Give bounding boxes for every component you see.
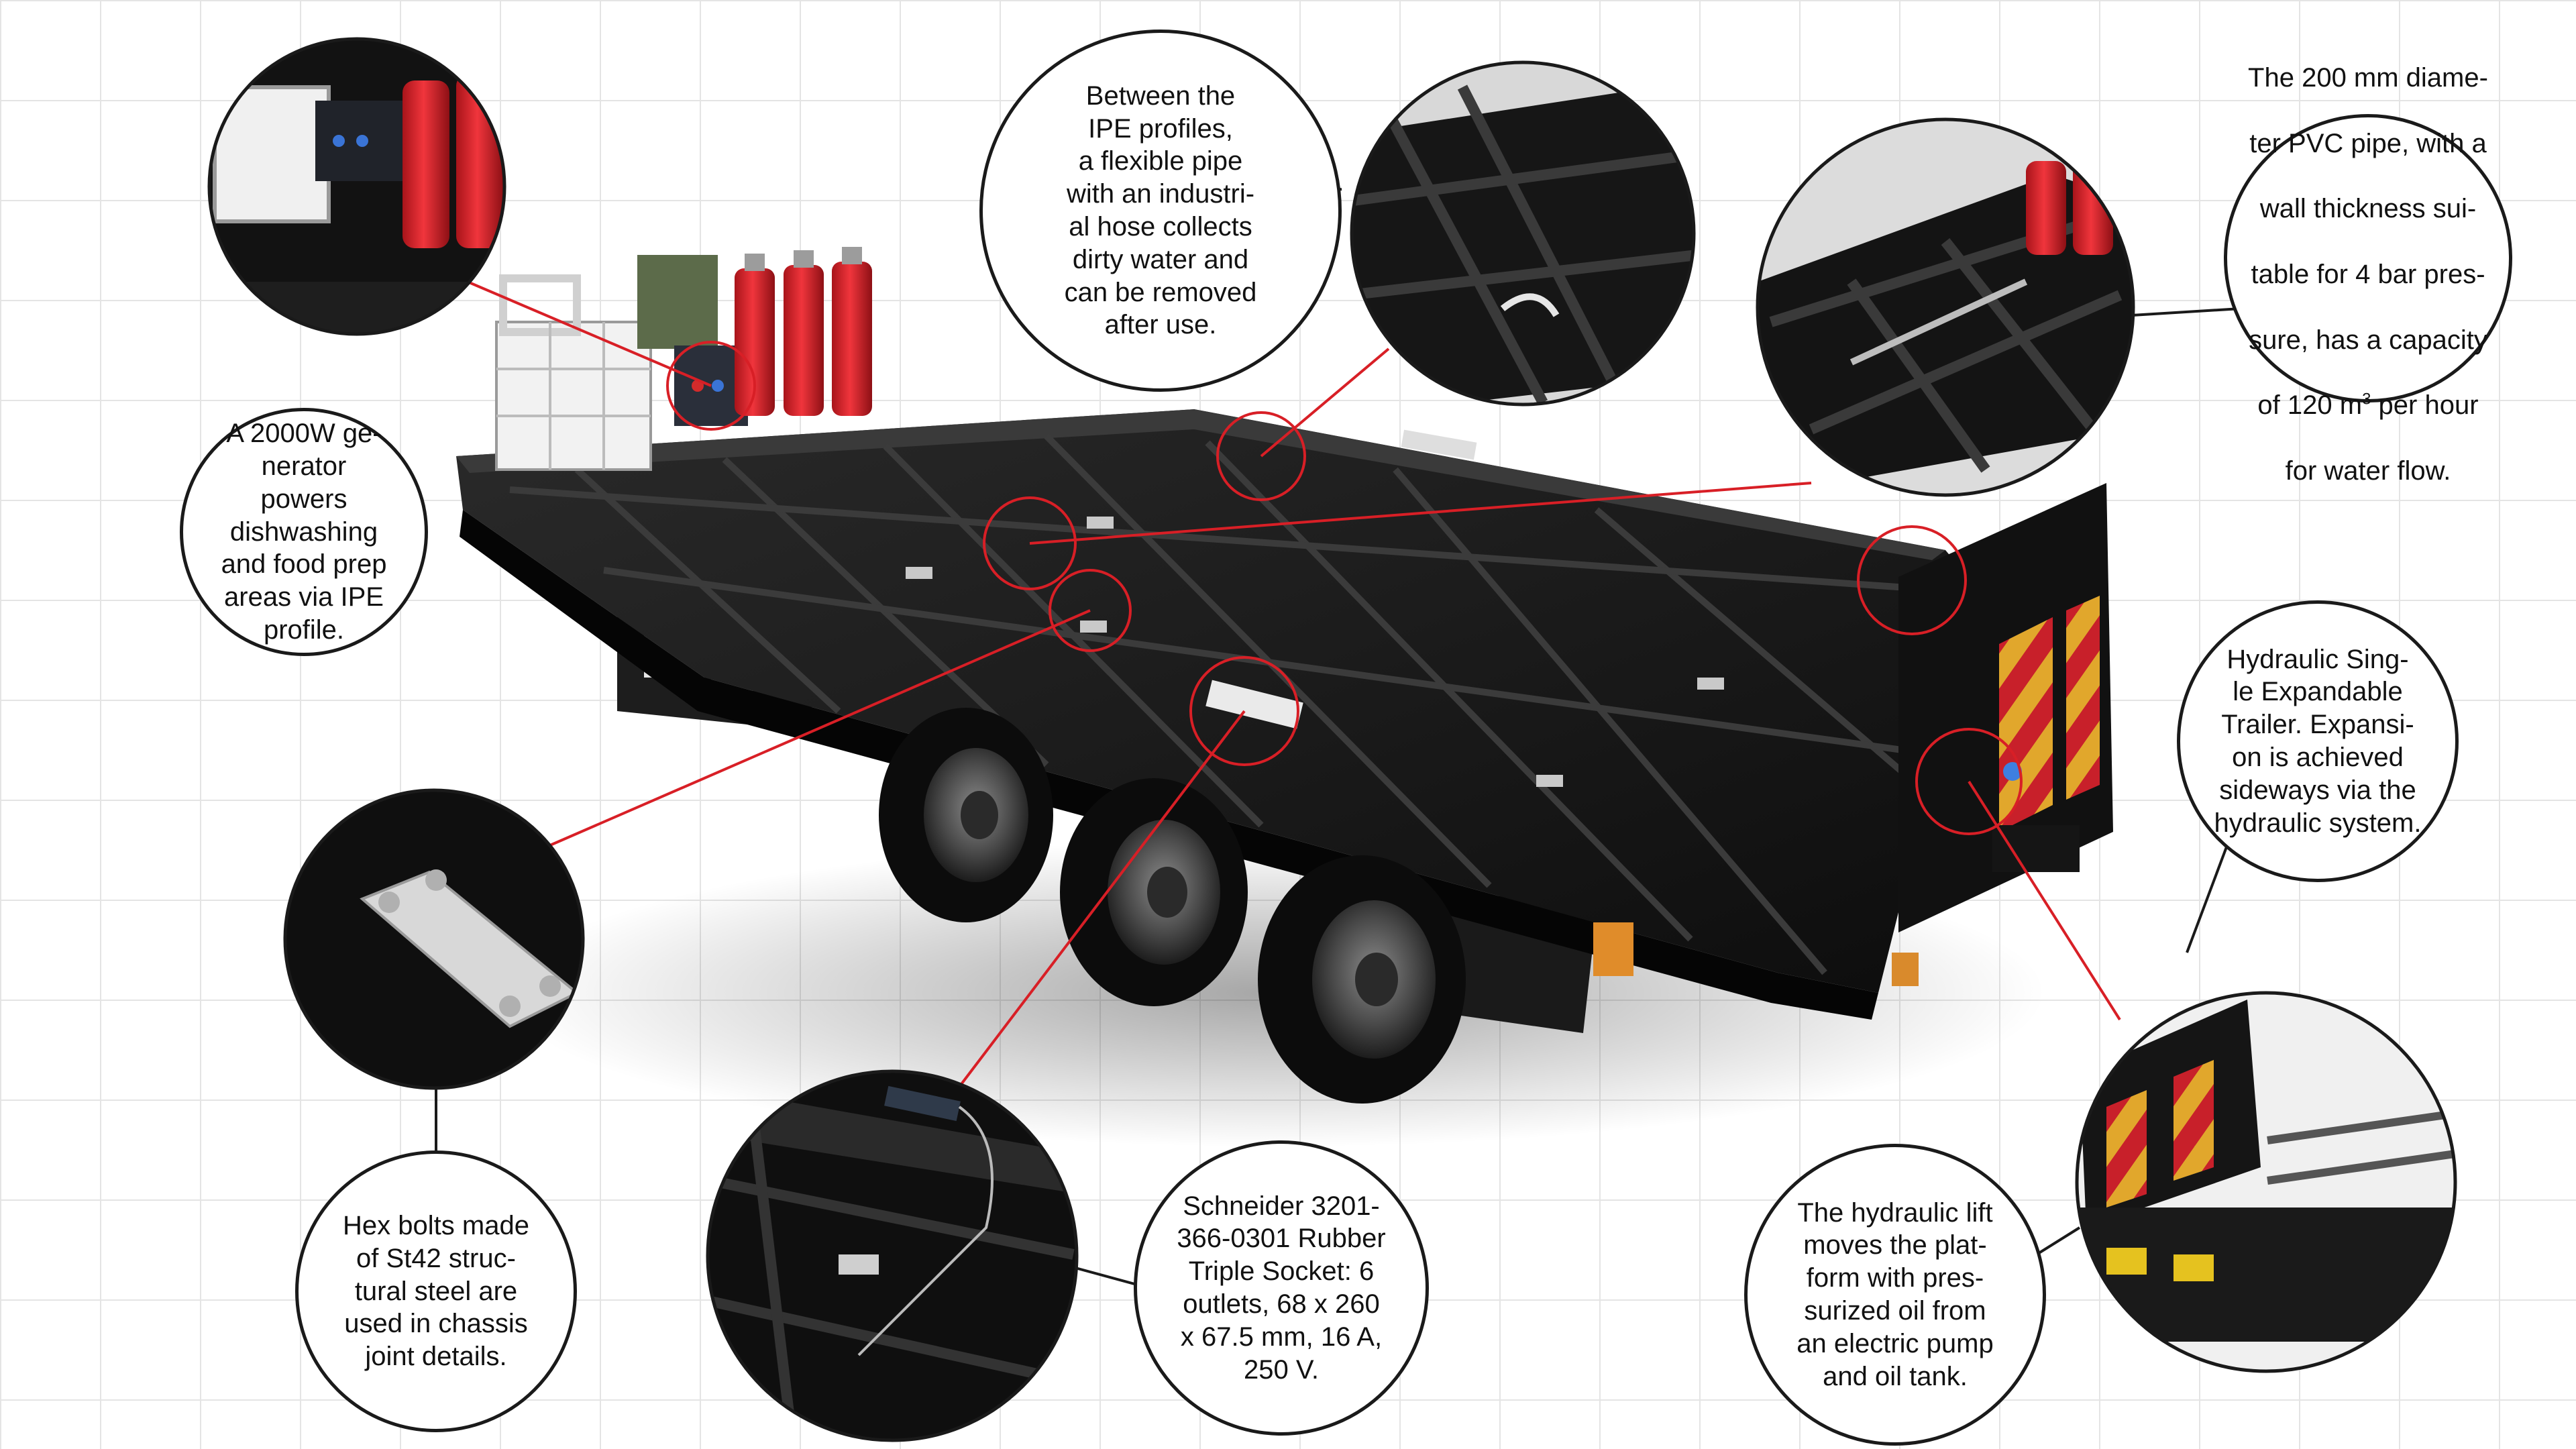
wheel <box>1258 855 1466 1104</box>
pvc-pipe-detail-photo <box>1758 119 2133 495</box>
pvc-pipe-last-line: for water flow. <box>2285 455 2451 486</box>
pvc-pipe-callout: The 200 mm diame- ter PVC pipe, with a w… <box>2224 63 2512 486</box>
leader-lines <box>435 267 2121 1088</box>
pvc-pipe-line-1: The 200 mm diame- <box>2248 63 2488 93</box>
socket-detail-ring <box>706 1069 1079 1442</box>
highlight-rings <box>666 341 2023 835</box>
hex-bolts-callout-text: Hex bolts made of St42 struc- tural stee… <box>343 1211 529 1372</box>
hydraulic-trailer-callout: Hydraulic Sing- le Expandable Trailer. E… <box>2177 600 2459 882</box>
pvc-pipe-line-3: wall thickness sui- <box>2259 194 2477 224</box>
wheel <box>1060 778 1248 1006</box>
generator-detail-photo <box>209 39 504 334</box>
rear-lift-panel <box>1593 483 2113 986</box>
pvc-pipe-capacity-suffix: per hour <box>2371 390 2479 421</box>
wheel <box>879 708 1053 922</box>
bolt-plate-detail-photo <box>285 790 583 1088</box>
hydraulic-lift-callout-text: The hydraulic lift moves the plat- form … <box>1796 1197 1994 1391</box>
flexible-pipe-callout: Between the IPE profiles, a flexible pip… <box>979 30 1342 392</box>
pvc-pipe-capacity-prefix: of 120 m <box>2257 390 2363 421</box>
flexible-pipe-callout-text: Between the IPE profiles, a flexible pip… <box>1064 80 1257 340</box>
hydraulic-lift-callout: The hydraulic lift moves the plat- form … <box>1744 1144 2046 1446</box>
generator-callout: A 2000W ge- nerator powers dishwashing a… <box>180 408 428 656</box>
socket-callout-text: Schneider 3201- 366-0301 Rubber Triple S… <box>1177 1191 1386 1385</box>
generator-detail-ring <box>207 37 506 336</box>
pipe-detail-ring <box>1350 60 1696 407</box>
chassis-deck <box>456 409 1979 1020</box>
front-equipment <box>495 247 872 471</box>
socket-callout: Schneider 3201- 366-0301 Rubber Triple S… <box>1134 1140 1429 1436</box>
hex-bolts-callout: Hex bolts made of St42 struc- tural stee… <box>295 1150 577 1432</box>
wheels <box>879 708 1466 1104</box>
pvc-pipe-line-5: sure, has a capacity <box>2249 325 2487 355</box>
hydraulic-lift-detail-ring <box>2075 991 2457 1373</box>
pvc-pipe-detail-ring <box>1756 117 2135 497</box>
pvc-pipe-capacity-superscript: 3 <box>2362 390 2371 409</box>
pipe-detail-photo <box>1352 62 1694 405</box>
generator-callout-text: A 2000W ge- nerator powers dishwashing a… <box>221 419 387 645</box>
hydraulic-trailer-callout-text: Hydraulic Sing- le Expandable Trailer. E… <box>2214 644 2422 838</box>
pvc-pipe-line-2: ter PVC pipe, with a <box>2249 128 2487 158</box>
socket-detail-photo <box>708 1071 1077 1440</box>
bolt-plate-detail-ring <box>283 788 585 1090</box>
pvc-pipe-line-4: table for 4 bar pres- <box>2251 260 2485 289</box>
